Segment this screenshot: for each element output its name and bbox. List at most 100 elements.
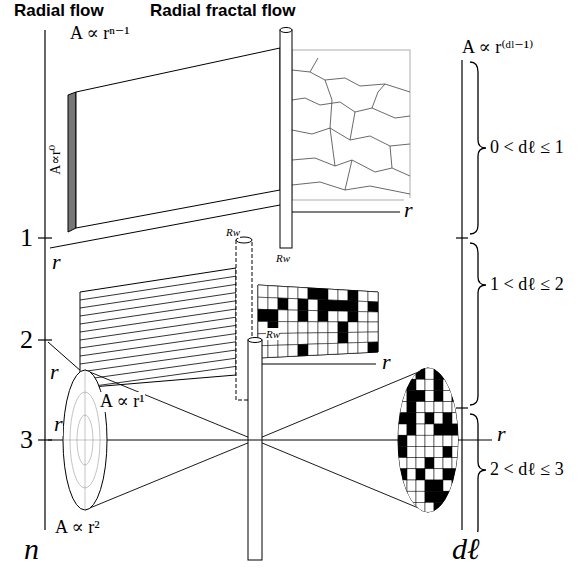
fractal-cell: [358, 312, 368, 322]
fractal-cell: [425, 446, 434, 457]
fractal-cell: [452, 480, 461, 491]
area-formula: A ∝ r²: [55, 518, 100, 538]
fractal-cell: [425, 379, 434, 390]
fractal-cell: [407, 413, 416, 424]
fractal-cell: [268, 298, 278, 310]
fractal-cell: [443, 424, 452, 435]
spherical-flow: [48, 338, 492, 561]
fractal-cell: [425, 413, 434, 424]
braces: [470, 62, 486, 538]
fractal-cell: [308, 333, 318, 344]
fractal-cell: [358, 332, 368, 343]
fractal-cell: [416, 424, 425, 435]
fractal-cell: [338, 332, 348, 343]
fractal-cell: [452, 491, 461, 502]
axis-label: r: [54, 412, 63, 436]
fractal-cell: [368, 312, 378, 322]
fractal-cell: [434, 469, 443, 480]
fractal-cell: [328, 322, 338, 333]
fractal-cell: [268, 286, 278, 298]
fractal-cell: [434, 390, 443, 401]
fractal-cell: [434, 424, 443, 435]
fractal-cell: [425, 390, 434, 401]
fractal-cell: [416, 390, 425, 401]
fractal-cell: [358, 291, 368, 302]
fractal-cell: [338, 343, 348, 354]
fractal-cell: [443, 469, 452, 480]
fractal-cell: [278, 298, 288, 310]
dimension-number: 2: [20, 326, 33, 355]
fractal-cell: [278, 286, 288, 298]
well-radius: Rw: [276, 252, 290, 264]
fractal-cell: [268, 345, 278, 357]
fractal-cell: [338, 290, 348, 301]
fractal-cell: [328, 289, 338, 300]
layer-line: [80, 358, 236, 380]
fractal-cell: [368, 291, 378, 302]
fractal-cell: [425, 435, 434, 446]
area-formula: A∝r⁰: [48, 145, 63, 175]
area-formula: A ∝ r⁽ᵈˡ⁻¹⁾: [462, 38, 534, 58]
fractal-cell: [425, 491, 434, 502]
fractal-cell: [348, 343, 358, 354]
fractal-cell: [416, 469, 425, 480]
fractal-cell: [452, 458, 461, 469]
fractal-cell: [348, 332, 358, 343]
fractal-cell: [425, 368, 434, 379]
fractal-cell: [443, 379, 452, 390]
linear-flow: [50, 28, 410, 249]
fractal-cell: [416, 502, 425, 513]
fractal-cell: [368, 332, 378, 342]
fractal-cell: [298, 299, 308, 311]
area-formula: A ∝ rⁿ⁻¹: [70, 24, 130, 44]
fractal-cell: [407, 390, 416, 401]
fractal-cell: [443, 402, 452, 413]
fractal-cell: [318, 311, 328, 322]
fractal-cell: [398, 491, 407, 502]
fractal-cell: [443, 390, 452, 401]
fractal-cell: [358, 342, 368, 353]
fractal-cell: [288, 322, 298, 334]
fractal-cell: [434, 435, 443, 446]
fractal-cell: [268, 310, 278, 322]
fractal-cell: [416, 435, 425, 446]
fractal-cell: [398, 446, 407, 457]
well-radius: Rw: [226, 226, 240, 238]
fractal-cell: [452, 502, 461, 513]
fractal-cell: [328, 300, 338, 311]
fractal-cell: [288, 333, 298, 345]
axis-label: r: [50, 360, 59, 384]
fractal-cell: [328, 343, 338, 354]
fractal-cell: [452, 446, 461, 457]
fractal-cell: [318, 344, 328, 355]
fractal-cell: [434, 446, 443, 457]
fractal-cell: [318, 300, 328, 311]
fractal-cell: [308, 344, 318, 356]
fractal-cell: [398, 480, 407, 491]
dimension-range: 2 < dℓ ≤ 3: [490, 460, 564, 480]
fractal-cell: [407, 368, 416, 379]
fractal-cell: [348, 322, 358, 333]
fractal-cell: [398, 402, 407, 413]
fractal-cell: [338, 322, 348, 333]
fractal-cell: [298, 310, 308, 322]
fractal-cell: [434, 502, 443, 513]
fractal-cell: [416, 379, 425, 390]
fractal-cell: [407, 379, 416, 390]
fractal-cell: [308, 322, 318, 333]
axis-label: r: [52, 250, 61, 274]
fractal-cell: [407, 446, 416, 457]
axis-label: r: [382, 350, 391, 374]
axis-label: r: [497, 422, 506, 446]
fractal-cell: [425, 402, 434, 413]
fractal-cell: [358, 322, 368, 332]
fractal-cell: [318, 322, 328, 333]
fractal-cell: [434, 368, 443, 379]
fractal-cell: [278, 310, 288, 322]
fractal-cell: [407, 480, 416, 491]
fractal-cell: [416, 413, 425, 424]
fractal-cell: [308, 299, 318, 311]
axis-label: r: [404, 198, 413, 222]
fractal-cell: [288, 310, 298, 322]
axis-title: n: [24, 532, 39, 565]
